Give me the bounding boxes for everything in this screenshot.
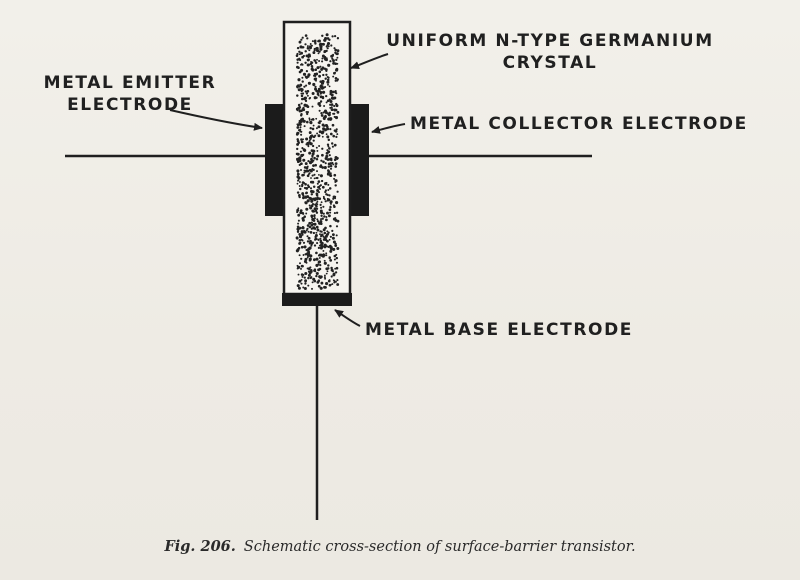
figure-number: Fig. 206. bbox=[164, 538, 236, 555]
emitter-electrode bbox=[265, 104, 283, 216]
crystal-label-line1: UNIFORM N-TYPE GERMANIUM bbox=[386, 31, 714, 51]
figure-caption: Fig. 206. Schematic cross-section of surf… bbox=[0, 538, 800, 555]
base-label: METAL BASE ELECTRODE bbox=[365, 320, 633, 340]
crystal-label: UNIFORM N-TYPE GERMANIUM CRYSTAL bbox=[370, 30, 730, 74]
caption-text: Schematic cross-section of surface-barri… bbox=[243, 539, 636, 555]
crystal-stipple bbox=[295, 33, 340, 290]
collector-arrow bbox=[371, 123, 406, 134]
emitter-arrow bbox=[169, 109, 263, 131]
crystal-label-line2: CRYSTAL bbox=[502, 53, 598, 73]
base-arrow bbox=[334, 309, 361, 327]
collector-label: METAL COLLECTOR ELECTRODE bbox=[410, 114, 748, 134]
emitter-label-line2: ELECTRODE bbox=[67, 95, 193, 115]
collector-electrode bbox=[351, 104, 369, 216]
base-electrode bbox=[282, 293, 352, 306]
emitter-label-line1: METAL EMITTER bbox=[43, 73, 217, 93]
emitter-label: METAL EMITTER ELECTRODE bbox=[30, 72, 230, 116]
crystal-arrow bbox=[350, 53, 389, 70]
